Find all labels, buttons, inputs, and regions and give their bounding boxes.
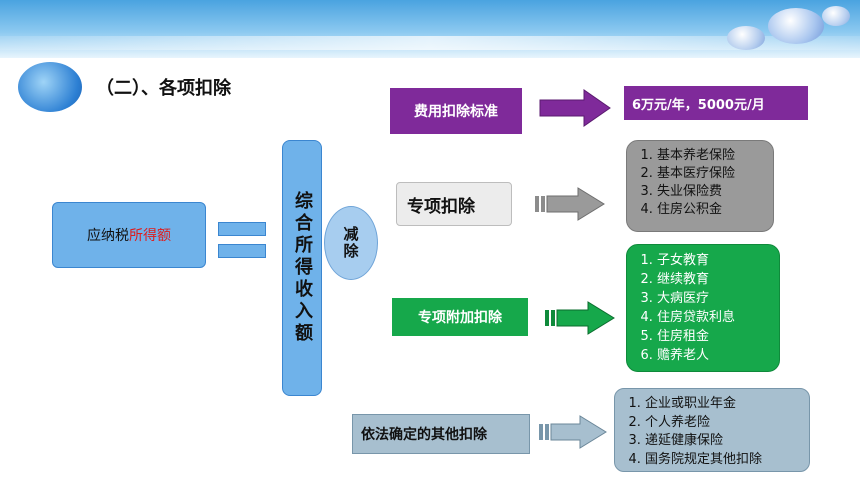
additional-deduction-box: 专项附加扣除 [392, 298, 528, 336]
decor-orb [822, 6, 850, 26]
comprehensive-income-label: 综合所得收入额 [292, 191, 313, 345]
section-heading: （二）、各项扣除 [96, 78, 231, 99]
list-item: 住房租金 [657, 327, 769, 346]
additional-deduction-label: 专项附加扣除 [418, 310, 502, 326]
arrow-special-icon [535, 187, 605, 221]
list-item: 基本养老保险 [657, 147, 763, 165]
banner-stripe [0, 36, 860, 50]
list-item: 继续教育 [657, 270, 769, 289]
list-item: 企业或职业年金 [645, 395, 799, 414]
special-deduction-box: 专项扣除 [396, 182, 512, 226]
taxable-income-box: 应纳税所得额 [52, 202, 206, 268]
list-item: 子女教育 [657, 251, 769, 270]
standard-deduction-value-text: 6万元/年，5000元/月 [632, 97, 765, 113]
minus-label: 减除 [341, 226, 360, 260]
list-item: 住房公积金 [657, 201, 763, 219]
list-item: 递延健康保险 [645, 432, 799, 451]
decor-orb [768, 8, 824, 44]
list-item: 住房贷款利息 [657, 308, 769, 327]
decor-orb [727, 26, 765, 50]
arrow-standard-icon [539, 89, 611, 127]
standard-deduction-label: 费用扣除标准 [414, 104, 498, 120]
comprehensive-income-box: 综合所得收入额 [282, 140, 322, 396]
list-item: 国务院规定其他扣除 [645, 451, 799, 470]
list-item: 失业保险费 [657, 183, 763, 201]
standard-deduction-value: 6万元/年，5000元/月 [624, 86, 808, 120]
taxable-income-prefix: 应纳税 [87, 228, 129, 244]
additional-deduction-list: 子女教育 继续教育 大病医疗 住房贷款利息 住房租金 赡养老人 [626, 244, 780, 372]
equals-bar-top [218, 222, 266, 236]
taxable-income-highlight: 所得额 [129, 228, 171, 244]
other-deduction-list: 企业或职业年金 个人养老险 递延健康保险 国务院规定其他扣除 [614, 388, 810, 472]
minus-ellipse: 减除 [324, 206, 378, 280]
special-deduction-list: 基本养老保险 基本医疗保险 失业保险费 住房公积金 [626, 140, 774, 232]
other-deduction-label: 依法确定的其他扣除 [361, 427, 487, 443]
header-banner [0, 0, 860, 58]
title-orb [18, 62, 82, 112]
list-item: 基本医疗保险 [657, 165, 763, 183]
list-item: 大病医疗 [657, 289, 769, 308]
standard-deduction-box: 费用扣除标准 [390, 88, 522, 134]
other-deduction-box: 依法确定的其他扣除 [352, 414, 530, 454]
arrow-other-icon [539, 415, 607, 449]
arrow-additional-icon [545, 301, 615, 335]
list-item: 个人养老险 [645, 414, 799, 433]
equals-bar-bottom [218, 244, 266, 258]
special-deduction-label: 专项扣除 [407, 196, 475, 217]
list-item: 赡养老人 [657, 346, 769, 365]
